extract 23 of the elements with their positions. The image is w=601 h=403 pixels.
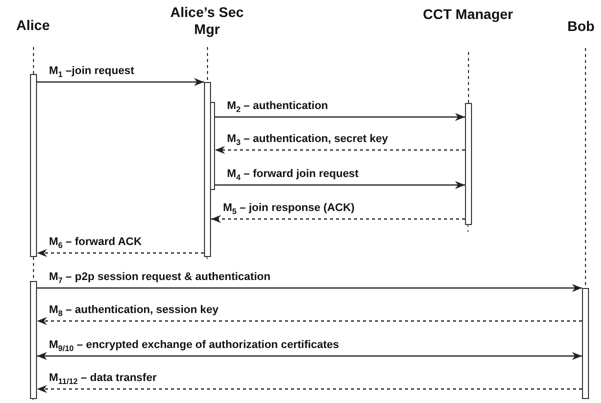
arrow bbox=[215, 113, 465, 121]
activation-bar bbox=[582, 288, 589, 399]
participant-label: CCT Manager bbox=[422, 6, 514, 23]
activation-bar bbox=[465, 103, 472, 225]
arrow bbox=[37, 284, 582, 292]
arrow bbox=[37, 249, 204, 257]
lifeline bbox=[207, 46, 208, 82]
arrow bbox=[37, 78, 204, 86]
activation-bar bbox=[30, 74, 37, 257]
arrow bbox=[37, 385, 582, 393]
activation-bar bbox=[30, 281, 37, 399]
participant-label: Alice’s Sec Mgr bbox=[167, 4, 247, 38]
lifeline bbox=[468, 52, 469, 104]
arrow bbox=[37, 352, 582, 360]
arrow bbox=[215, 146, 465, 154]
participant-label: Bob bbox=[562, 18, 600, 35]
arrow bbox=[37, 317, 582, 325]
activation-bar bbox=[210, 102, 215, 190]
participant-label: Alice bbox=[4, 17, 62, 34]
activation-bar bbox=[204, 82, 211, 257]
arrow bbox=[215, 181, 465, 189]
arrow bbox=[211, 215, 465, 223]
lifeline bbox=[33, 46, 34, 74]
